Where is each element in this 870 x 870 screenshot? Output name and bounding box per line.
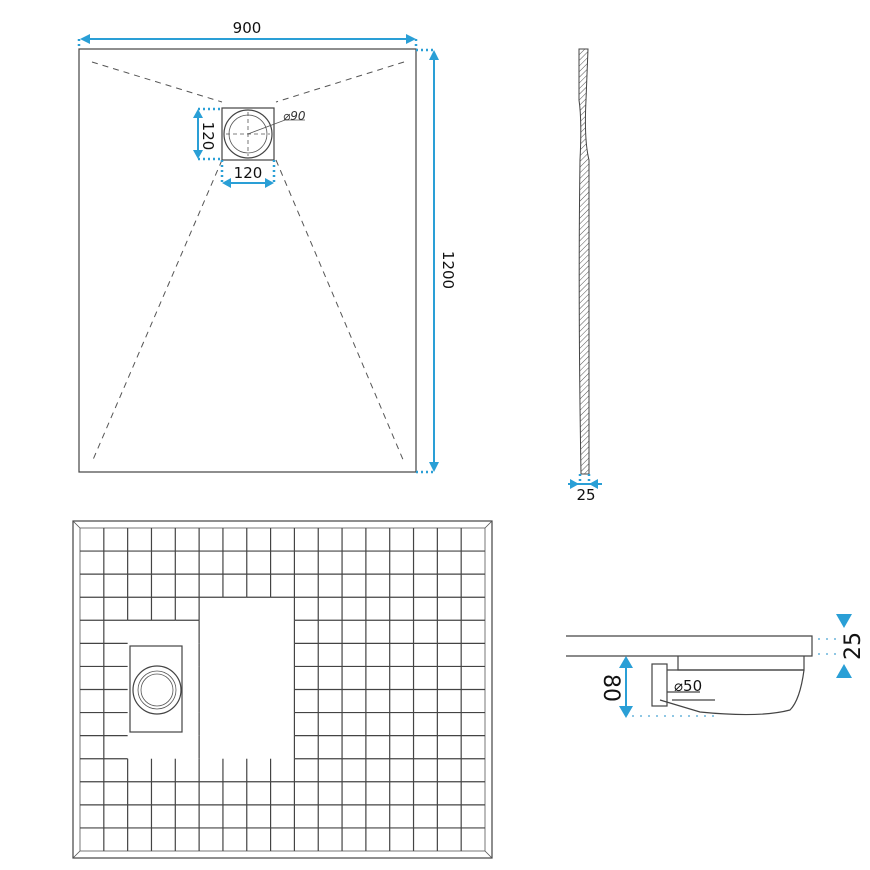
- side-thickness-label: 25: [576, 486, 595, 504]
- support-grid: [80, 528, 485, 851]
- length-label: 1200: [439, 251, 457, 289]
- drain-width-dimension: [220, 160, 276, 188]
- drain-depth-label: 80: [598, 674, 623, 702]
- drain-width-label: 120: [234, 164, 263, 182]
- bottom-drain: [129, 645, 183, 733]
- slope-lines: [91, 61, 405, 463]
- section-thickness-label: 25: [841, 632, 866, 660]
- section-view: [566, 614, 852, 718]
- pipe-diameter-label: ⌀50: [674, 677, 702, 695]
- tray-outline: [78, 48, 417, 473]
- drain-height-dimension: [193, 107, 222, 161]
- side-view: [568, 48, 602, 489]
- drain-square: [221, 107, 305, 161]
- top-view: ⌀90 900 1200 120 120: [77, 19, 457, 474]
- width-label: 900: [233, 19, 262, 37]
- bottom-grid-view: [72, 520, 493, 859]
- length-dimension: [416, 48, 439, 474]
- width-dimension: [77, 34, 418, 49]
- drain-diameter-label: ⌀90: [283, 109, 306, 123]
- drain-height-label: 120: [199, 122, 217, 151]
